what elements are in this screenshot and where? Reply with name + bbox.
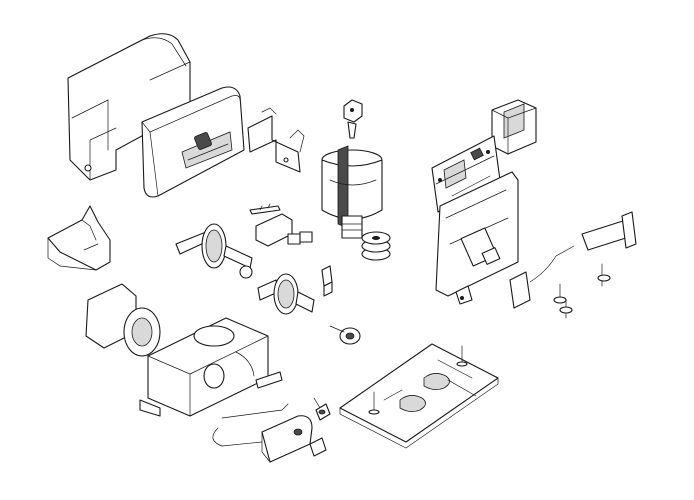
output-gear [85, 283, 161, 357]
microswitch [321, 265, 333, 297]
front-cover [141, 86, 245, 198]
mounting-plate [435, 171, 519, 305]
worm-shaft [175, 223, 253, 279]
release-cover [261, 415, 313, 463]
gearbox-housing [139, 317, 283, 417]
mains-plug [343, 99, 363, 139]
release-cable [212, 397, 321, 447]
electric-motor [321, 145, 383, 239]
release-key [309, 403, 331, 457]
outer-cover [67, 33, 191, 181]
release-knob [329, 325, 361, 345]
control-board [431, 135, 501, 213]
spacer-ring [361, 231, 391, 261]
limit-bracket [47, 205, 111, 271]
cable-gland [249, 203, 313, 247]
fixing-bolts [368, 263, 611, 415]
transformer [491, 99, 537, 155]
base-plate [339, 343, 499, 449]
cover-bracket [247, 107, 305, 173]
rack-limiter [509, 211, 637, 309]
gear-wheel [257, 273, 315, 315]
